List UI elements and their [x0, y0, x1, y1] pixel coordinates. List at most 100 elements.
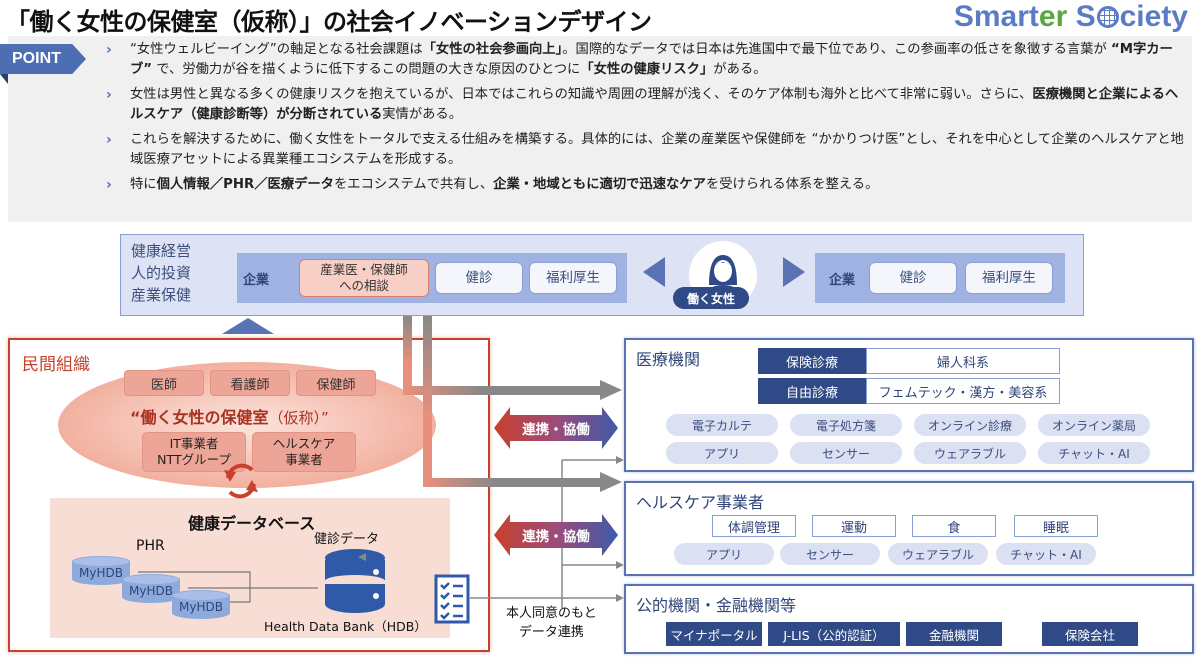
healthcare-category: 体調管理	[712, 515, 796, 537]
company-label: 企業	[829, 273, 856, 288]
medical-pill: オンライン薬局	[1038, 414, 1150, 436]
brand-text-er: er	[1038, 0, 1068, 33]
bullet-text: 特に個人情報／PHR／医療データをエコシステムで共有し、企業・地域ともに適切で迅…	[130, 177, 878, 192]
medical-pill: 電子カルテ	[666, 414, 778, 436]
welfare-pill: 福利厚生	[965, 262, 1053, 294]
bullet-emphasis: 個人情報／PHR／医療データ	[156, 177, 334, 192]
bullet-emphasis: 企業・地域ともに適切で迅速なケア	[493, 177, 706, 192]
sangyoi-consult-pill: 産業医・保健師 への相談	[299, 259, 429, 297]
company-band: 健康経営 人的投資 産業保健 企業 産業医・保健師 への相談 健診 福利厚生 働…	[120, 234, 1084, 316]
medical-pill: オンライン診療	[914, 414, 1026, 436]
healthcare-pill: ウェアラブル	[888, 543, 988, 565]
bullet-segment: 。国際的なデータでは日本は先進国中で最下位であり、この参画率の低さを象徴する言葉…	[562, 42, 1111, 57]
collab-label: 連携・協働	[522, 529, 590, 545]
database-icon	[325, 549, 385, 613]
partner-it: IT事業者 NTTグループ	[142, 432, 246, 472]
kenshin-data-label: 健診データ	[314, 532, 380, 547]
public-title: 公的機関・金融機関等	[636, 596, 797, 615]
private-org-box: 民間組織 医師 看護師 保健師 “働く女性の保健室（仮称）” IT事業者 NTT…	[8, 338, 490, 652]
medical-pill: アプリ	[666, 442, 778, 464]
bullet-text: 女性は男性と異なる多くの健康リスクを抱えているが、日本ではこれらの知識や周囲の理…	[130, 87, 1178, 122]
bullet-emphasis: “M字カーブ”	[130, 42, 1173, 77]
company-band-right: 企業 健診 福利厚生	[815, 253, 1065, 303]
bullet-segment: 女性は男性と異なる多くの健康リスクを抱えているが、日本ではこれらの知識や周囲の理…	[130, 87, 1033, 102]
point-bullet: ›これらを解決するために、働く女性をトータルで支える仕組みを構築する。具体的には…	[100, 130, 1190, 170]
bullet-emphasis: 「女性の社会参画向上」	[422, 42, 563, 57]
checklist-icon	[434, 574, 470, 624]
public-item: 保険会社	[1042, 622, 1138, 646]
health-database-area: 健康データベース PHR 健診データ MyHDB MyHDB MyHDB Hea…	[50, 498, 450, 638]
role-doctor: 医師	[124, 370, 204, 396]
point-badge: POINT	[0, 44, 86, 74]
arrow-right-icon	[783, 257, 805, 287]
medical-pill: 電子処方箋	[790, 414, 902, 436]
chevron-right-icon: ›	[106, 87, 112, 103]
medical-pill: センサー	[790, 442, 902, 464]
bullet-text: “女性ウェルビーイング”の軸足となる社会課題は「女性の社会参画向上」。国際的なデ…	[130, 42, 1173, 77]
company-side-labels: 健康経営 人的投資 産業保健	[131, 240, 191, 306]
medical-pill: ウェアラブル	[914, 442, 1026, 464]
private-org-title: 民間組織	[22, 355, 90, 375]
bullet-segment: 特に	[130, 177, 157, 192]
chevron-right-icon: ›	[106, 177, 112, 193]
point-bullet: ›“女性ウェルビーイング”の軸足となる社会課題は「女性の社会参画向上」。国際的な…	[100, 40, 1190, 80]
hokenshitsu-sub: （仮称）”	[268, 409, 329, 427]
healthcare-category: 食	[912, 515, 996, 537]
cylinder-top	[172, 590, 230, 601]
collab-arrow-healthcare: 連携・協働	[494, 512, 618, 558]
up-arrow-icon	[222, 318, 274, 334]
medical-title: 医療機関	[636, 350, 701, 369]
consent-line: データ連携	[518, 625, 584, 640]
health-database-title: 健康データベース	[188, 514, 316, 533]
public-item: 金融機関	[906, 622, 1002, 646]
collab-label: 連携・協働	[522, 422, 590, 438]
public-item: マイナポータル	[666, 622, 762, 646]
healthcare-pill: アプリ	[674, 543, 774, 565]
arrow-left-icon	[643, 257, 665, 287]
bullet-segment: をエコシステムで共有し、	[333, 177, 494, 192]
brand-text-2: ciety	[1119, 0, 1188, 33]
point-panel	[8, 36, 1192, 222]
point-bullets: › “女性ウェルビーイング”の軸足となる社会課題は「女性の社会参画向上」。国際的な…	[100, 40, 1190, 200]
free-care-label: 自由診療	[758, 378, 866, 404]
medical-institutions-box: 医療機関 保険診療 婦人科系 自由診療 フェムテック・漢方・美容系 電子カルテ …	[624, 338, 1194, 472]
brand-text-s: S	[1067, 0, 1096, 33]
double-arrow-icon	[494, 407, 618, 449]
consent-data-link-label: 本人同意のもと データ連携	[506, 604, 597, 642]
bullet-segment: これらを解決するために、働く女性をトータルで支える仕組みを構築する。具体的には、…	[130, 132, 1184, 167]
page-title: 「働く女性の保健室（仮称）」の社会イノベーションデザイン	[6, 8, 652, 36]
welfare-pill: 福利厚生	[529, 262, 617, 294]
cylinder-top	[72, 556, 130, 567]
healthcare-pill: センサー	[780, 543, 880, 565]
cylinder-top	[122, 574, 180, 585]
healthcare-title: ヘルスケア事業者	[636, 493, 765, 512]
role-nurse: 看護師	[210, 370, 290, 396]
medical-pill: チャット・AI	[1038, 442, 1150, 464]
bullet-emphasis: 医療機関と企業によるヘルスケア（健康診断等）が分断されている	[130, 87, 1179, 122]
hokenshitsu-main: “働く女性の保健室	[130, 408, 269, 427]
myhdb-cylinder: MyHDB	[72, 556, 130, 588]
partner-healthcare: ヘルスケア 事業者	[252, 432, 356, 472]
globe-icon	[1096, 6, 1119, 28]
bullet-segment: 実情がある。	[382, 107, 463, 122]
bullet-segment: “女性ウェルビーイング”の軸足となる社会課題は	[130, 42, 423, 57]
side-line: 産業保健	[131, 286, 192, 304]
bullet-segment: で、労働力が谷を描くように低下するこの問題の大きな原因のひとつに	[152, 62, 581, 77]
myhdb-cylinder: MyHDB	[172, 590, 230, 622]
hokenshitsu-title: “働く女性の保健室（仮称）”	[130, 404, 329, 428]
healthcare-providers-box: ヘルスケア事業者 体調管理 運動 食 睡眠 アプリ センサー ウェアラブル チャ…	[624, 481, 1194, 576]
collab-arrow-medical: 連携・協働	[494, 405, 618, 451]
side-line: 人的投資	[131, 264, 192, 282]
healthcare-category: 睡眠	[1014, 515, 1098, 537]
point-bullet: › 女性は男性と異なる多くの健康リスクを抱えているが、日本ではこれらの知識や周囲の…	[100, 85, 1190, 125]
working-woman-label: 働く女性	[673, 287, 749, 309]
insurance-care-value: 婦人科系	[866, 348, 1060, 374]
role-public-health-nurse: 保健師	[296, 370, 376, 396]
kenshin-pill: 健診	[869, 262, 957, 294]
healthcare-pill: チャット・AI	[996, 543, 1096, 565]
public-financial-box: 公的機関・金融機関等 マイナポータル J-LIS（公的認証） 金融機関 保険会社	[624, 584, 1194, 654]
company-band-left: 企業 産業医・保健師 への相談 健診 福利厚生	[237, 253, 627, 303]
brand-text-1: Smart	[953, 0, 1039, 33]
bullet-text: これらを解決するために、働く女性をトータルで支える仕組みを構築する。具体的には、…	[130, 132, 1184, 167]
